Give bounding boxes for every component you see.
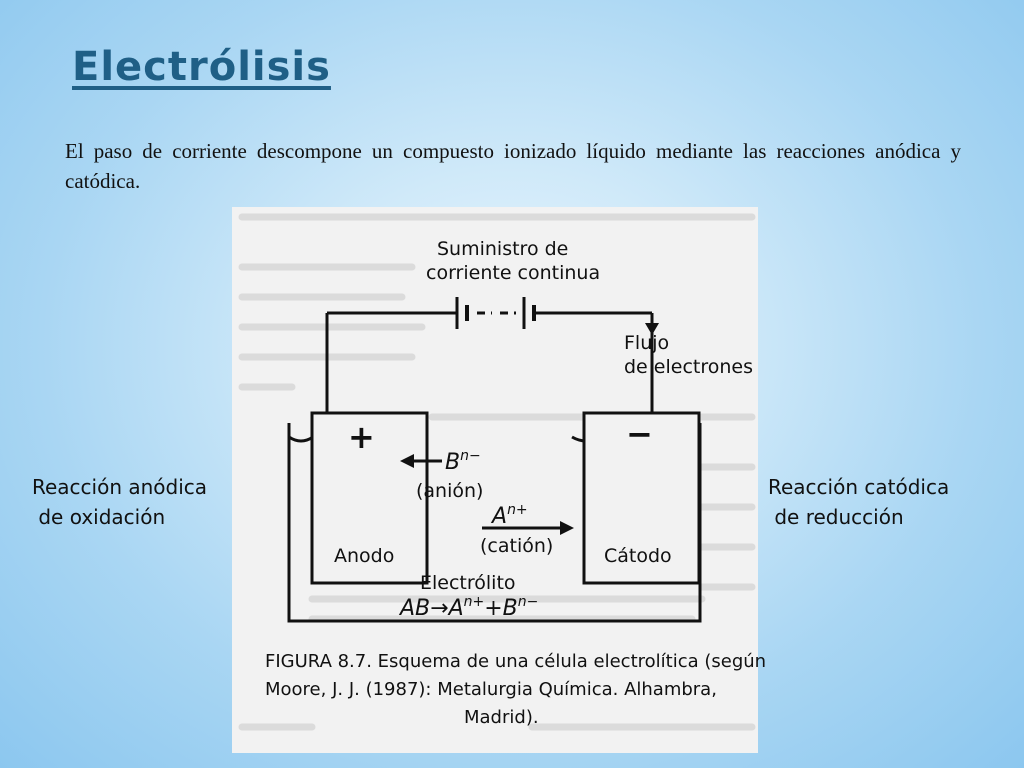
battery-symbol	[327, 297, 652, 329]
anode-label: Anodo	[334, 545, 394, 567]
anodic-label-line1: Reacción anódica	[32, 475, 208, 499]
anodic-label-line2: de oxidación	[32, 505, 166, 529]
supply-label-line2: corriente continua	[426, 262, 600, 284]
cathode-minus-sign: −	[626, 415, 653, 453]
cathodic-reaction-label: Reacción catódica de reducción	[768, 472, 949, 532]
intro-paragraph: El paso de corriente descompone un compu…	[65, 139, 961, 193]
anodic-reaction-label: Reacción anódica de oxidación	[32, 472, 207, 532]
electrolytic-cell-figure: Suministro de corriente continua Flujo d…	[232, 207, 766, 753]
cation-symbol: An+	[490, 502, 528, 529]
electron-flow-arrow	[645, 323, 659, 335]
supply-label-line1: Suministro de	[437, 238, 568, 260]
electrolytic-cell-diagram: Suministro de corriente continua Flujo d…	[238, 213, 766, 731]
flow-label-line2: de electrones	[624, 356, 753, 378]
flow-label-line1: Flujo	[624, 332, 669, 354]
cation-label: (catión)	[480, 535, 553, 557]
cathode-label: Cátodo	[604, 545, 672, 567]
caption-line2: Moore, J. J. (1987): Metalurgia Química.…	[265, 679, 717, 700]
caption-line1: FIGURA 8.7. Esquema de una célula electr…	[265, 651, 766, 672]
cathodic-label-line1: Reacción catódica	[768, 475, 950, 499]
caption-line3: Madrid).	[464, 707, 539, 728]
anion-arrow-head	[400, 454, 414, 468]
electrolyte-label: Electrólito	[420, 572, 516, 594]
anode-plus-sign: +	[348, 418, 375, 456]
cation-arrow-head	[560, 521, 574, 535]
cathode-electrode	[582, 411, 701, 585]
cathodic-label-line2: de reducción	[768, 505, 904, 529]
anion-label: (anión)	[416, 480, 483, 502]
electrolysis-reaction: AB→An++Bn−	[398, 594, 538, 621]
slide-title: Electrólisis	[72, 44, 331, 90]
anode-electrode	[310, 411, 429, 585]
anion-symbol: Bn−	[445, 448, 481, 475]
